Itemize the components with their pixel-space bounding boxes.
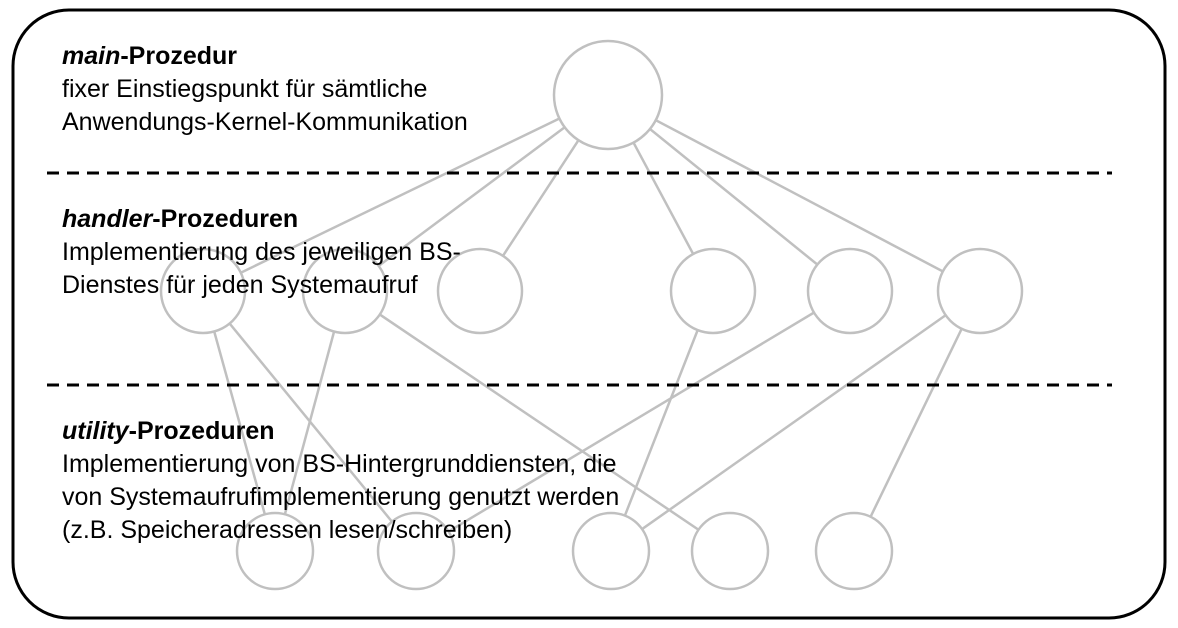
edge-handler4-utility3 — [609, 290, 715, 552]
edge-handler1-utility1 — [201, 290, 277, 552]
handler-procedure-node-handler2 — [301, 247, 389, 335]
layer-title-main: main-Prozedur — [62, 40, 468, 73]
handler-procedure-node-handler4 — [669, 247, 757, 335]
layer-term: utility — [62, 417, 129, 445]
layer-suffix: -Prozedur — [120, 42, 238, 70]
edge-handler2-utility1 — [273, 290, 347, 552]
utility-procedure-node-utility5 — [814, 511, 894, 591]
edge-handler2-utility4 — [344, 289, 731, 553]
layer-desc-line: Anwendungs-Kernel-Kommunikation — [62, 108, 468, 136]
layer-title-utility: utility-Prozeduren — [62, 415, 619, 448]
handler-procedure-node-handler3 — [436, 247, 524, 335]
edge-handler5-utility2 — [415, 289, 851, 553]
layer-suffix: -Prozeduren — [152, 205, 299, 233]
layer-desc-line: von Systemaufrufimplementierung genutzt … — [62, 483, 620, 511]
handler-procedure-node-handler5 — [806, 247, 894, 335]
handler-procedure-node-handler6 — [936, 247, 1024, 335]
layer-desc-line: Dienstes für jeden Systemaufruf — [62, 271, 418, 299]
utility-procedure-node-utility2 — [376, 511, 456, 591]
layer-term: handler — [62, 205, 153, 233]
utility-procedure-node-utility4 — [690, 511, 770, 591]
layer-term: main — [62, 42, 121, 70]
main-procedure-node-main — [552, 39, 664, 151]
utility-procedure-node-utility1 — [235, 511, 315, 591]
edge-main-handler1 — [202, 93, 609, 293]
layer-suffix: -Prozeduren — [128, 417, 275, 445]
layer-label-utility: utility-Prozeduren Implementierung von B… — [62, 415, 619, 547]
layer-desc-line: fixer Einstiegspunkt für sämtliche — [62, 75, 428, 103]
edge-handler6-utility3 — [610, 289, 981, 553]
layer-desc-line: Implementierung des jeweiligen BS- — [62, 238, 461, 266]
outer-border — [11, 8, 1167, 620]
layer-desc-line: (z.B. Speicheradressen lesen/schreiben) — [62, 516, 513, 544]
layer-label-main: main-Prozedur fixer Einstiegspunkt für s… — [62, 40, 468, 139]
layer-title-handler: handler-Prozeduren — [62, 203, 461, 236]
layer-desc-line: Implementierung von BS-Hintergrunddienst… — [62, 450, 617, 478]
edge-main-handler6 — [607, 93, 981, 293]
layer-label-handler: handler-Prozeduren Implementierung des j… — [62, 203, 461, 302]
utility-procedure-node-utility3 — [571, 511, 651, 591]
handler-procedure-node-handler1 — [159, 247, 247, 335]
edge-handler6-utility5 — [852, 290, 982, 552]
